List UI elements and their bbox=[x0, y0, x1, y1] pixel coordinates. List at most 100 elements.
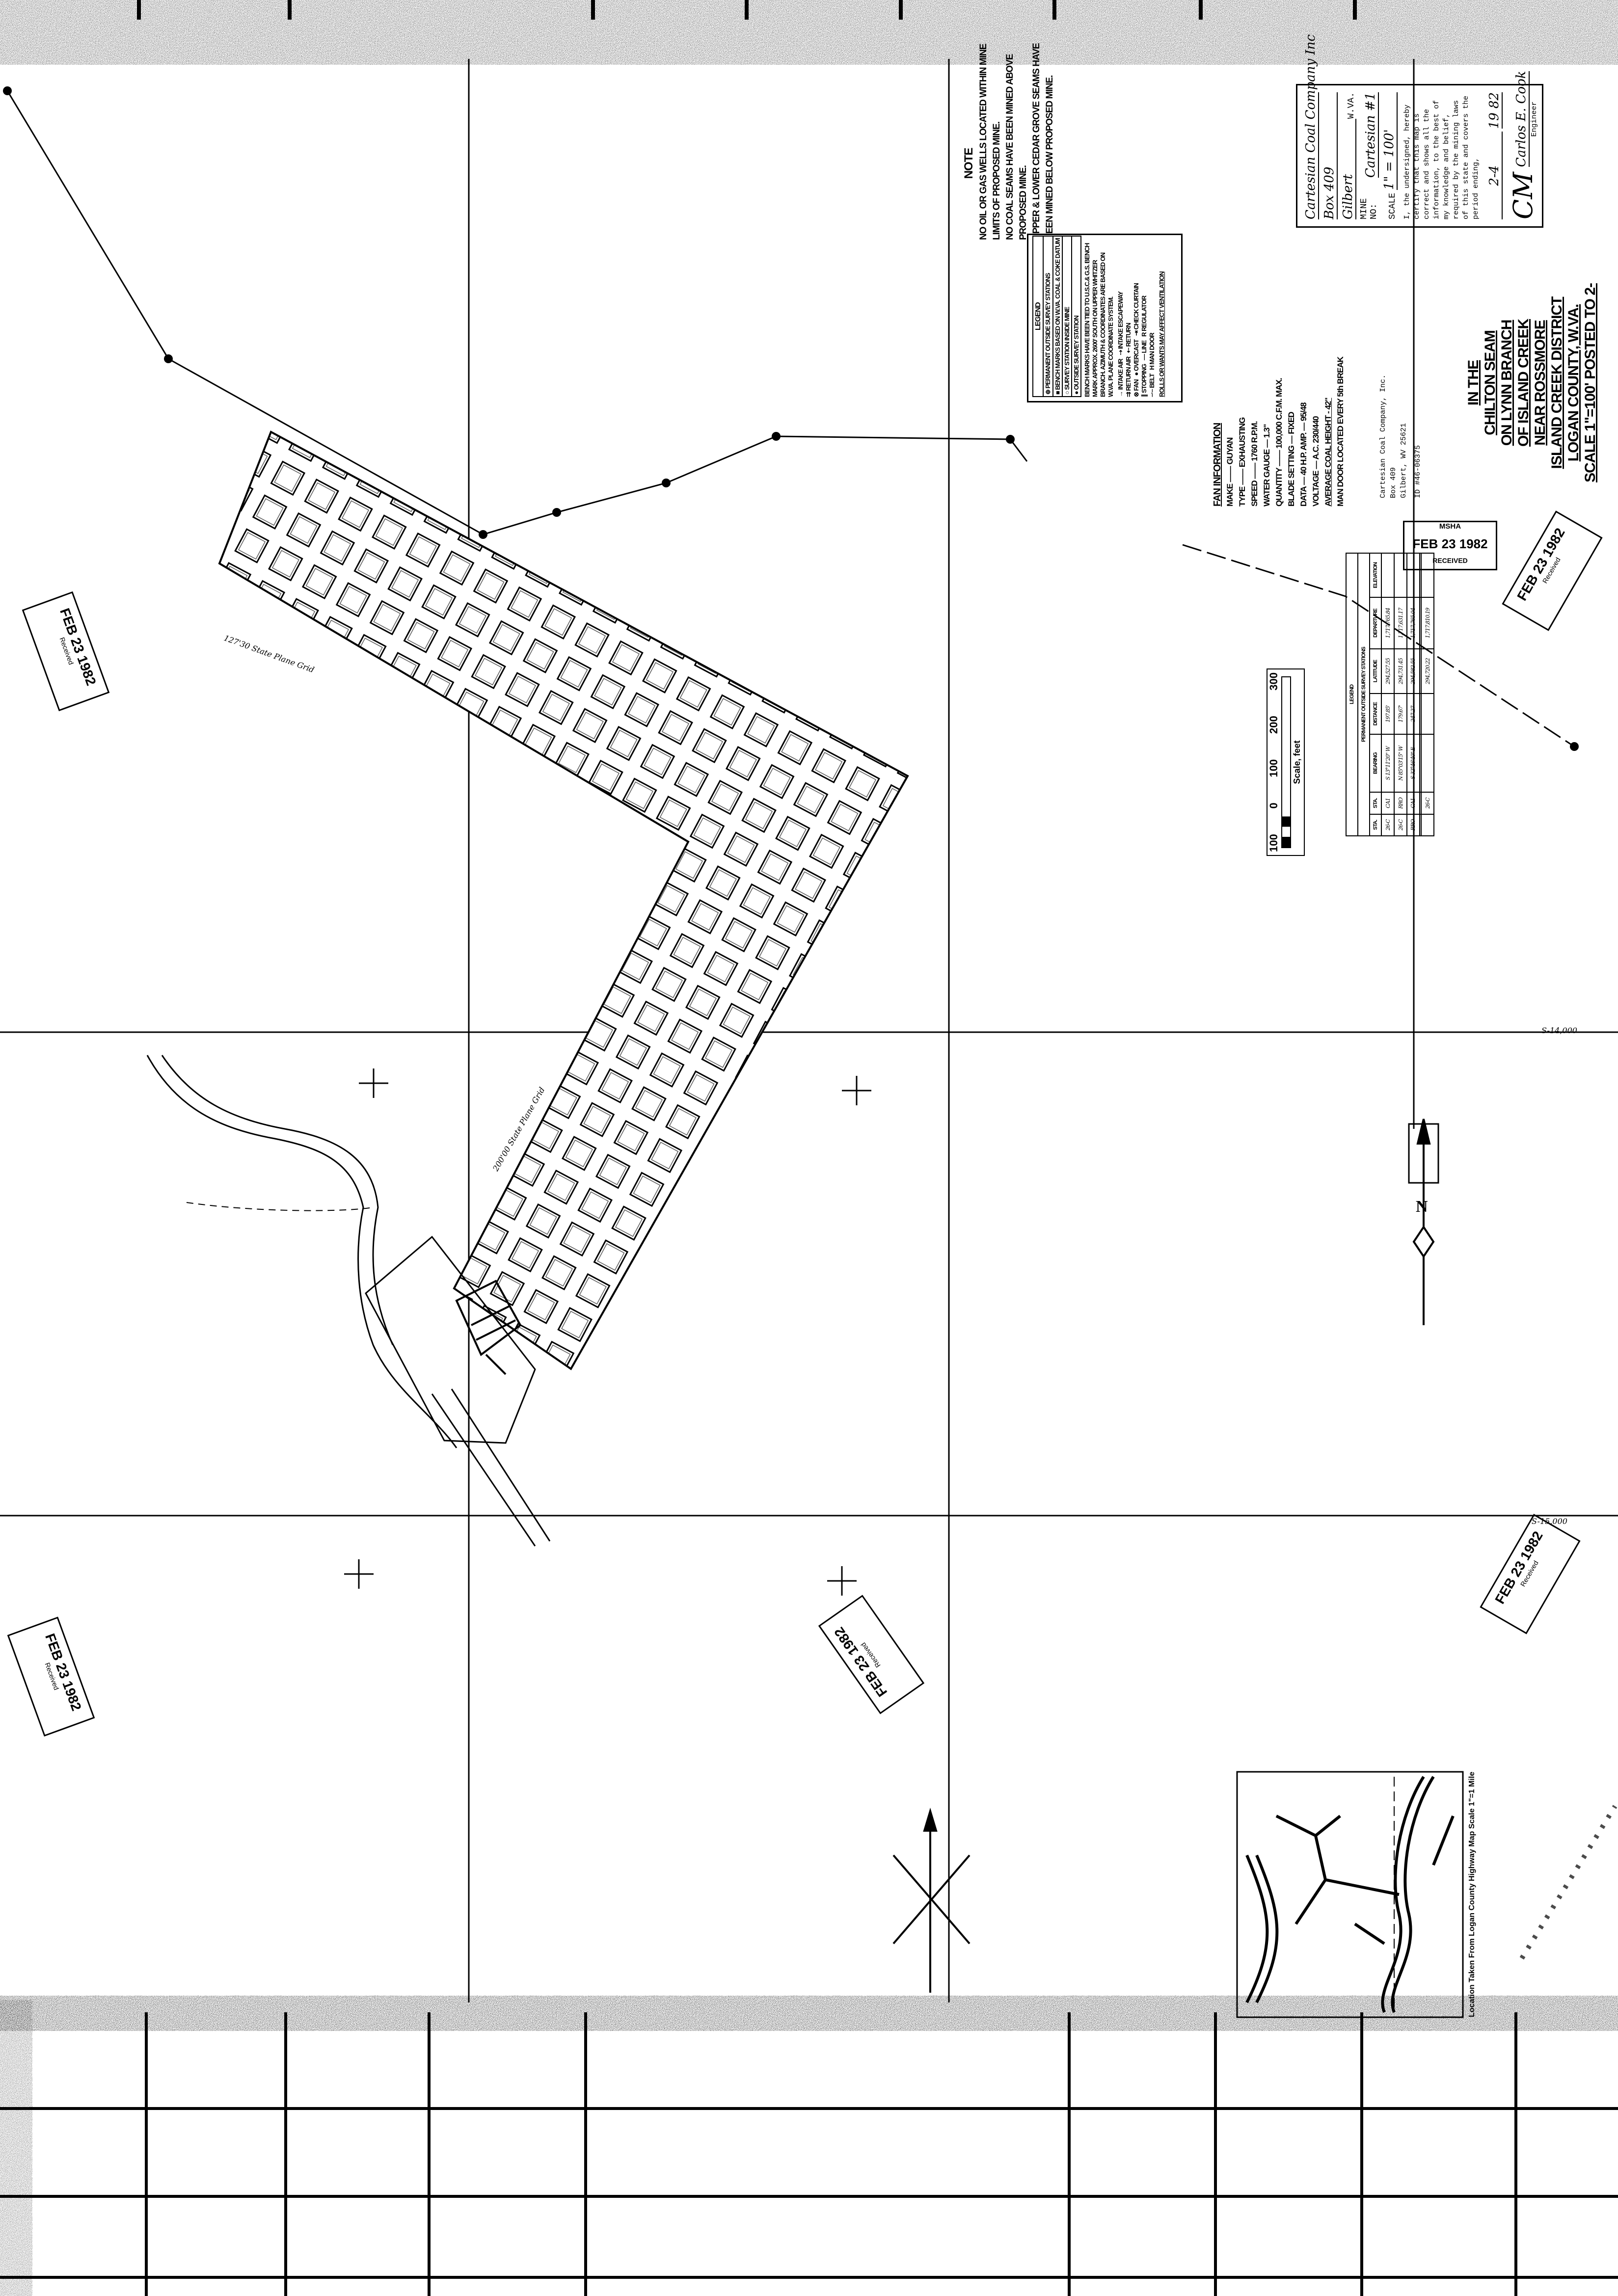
signature-block: Carlos E. Cook Engineer bbox=[1514, 71, 1538, 167]
certification-box: Cartesian Coal Company Inc Box 409 Gilbe… bbox=[1296, 34, 1543, 228]
station-cell: S 32°46'40" E bbox=[1406, 734, 1420, 793]
road bbox=[431, 1388, 551, 1547]
station-cell: 294,720.22 bbox=[1421, 648, 1434, 694]
station-cell: 26-C bbox=[1381, 814, 1395, 836]
note-heading: NOTE bbox=[962, 148, 975, 179]
stations-subtitle: PERMANENT OUTSIDE SURVEY STATIONS bbox=[1358, 553, 1370, 836]
legend-item: ■ BENCH MARKS BASED ON W.VA. COAL & COKE… bbox=[1053, 236, 1062, 397]
company-address: Cartesian Coal Company, Inc. Box 409 Gil… bbox=[1378, 374, 1427, 498]
station-cell: 1,717,765.84 bbox=[1381, 597, 1395, 649]
station-cell bbox=[1394, 553, 1407, 598]
stations-title: LEGEND bbox=[1346, 553, 1358, 836]
scale-ticks: 100 0 100 200 300 bbox=[1267, 669, 1280, 855]
grid-crosshairs bbox=[344, 1068, 871, 1596]
fan-line: TYPE —— EXHAUSTING bbox=[1238, 417, 1247, 507]
fan-line: VOLTAGE — A.C. 230/440 bbox=[1311, 416, 1321, 507]
stamp-status: RECEIVED bbox=[1432, 557, 1468, 564]
town-row: Gilbert W.VA. bbox=[1341, 92, 1356, 219]
station-cell: 1,717,810.19 bbox=[1421, 597, 1434, 649]
initials: CM bbox=[1508, 172, 1538, 219]
station-cell: RRO bbox=[1406, 814, 1420, 836]
fan-line: WATER GAUGE — 1.3" bbox=[1262, 424, 1271, 507]
fan-title: FAN INFORMATION bbox=[1212, 423, 1223, 507]
outcrop-line bbox=[186, 1202, 374, 1211]
fan-line: SPEED —— 1760 R.P.M. bbox=[1250, 421, 1259, 507]
title-line: IN THE bbox=[1465, 360, 1482, 406]
scale-bar-graphic bbox=[1281, 676, 1291, 848]
scale-tick: 0 bbox=[1267, 802, 1280, 809]
note-line: PROPOSED MINE. bbox=[1018, 165, 1028, 240]
mine-no-row: MINE NO: Cartesian #1 bbox=[1359, 92, 1379, 219]
station-cell: S 13°11'20" W bbox=[1381, 734, 1395, 793]
fan-line: AVERAGE COAL HEIGHT - 42" bbox=[1323, 398, 1333, 507]
legend-table: LEGEND ⊕ PERMANENT OUTSIDE SURVEY STATIO… bbox=[1032, 236, 1081, 397]
grid-label-north-15000: S-15,000 bbox=[1532, 1517, 1567, 1526]
station-cell bbox=[1421, 694, 1434, 734]
address-line: Cartesian Coal Company, Inc. bbox=[1379, 374, 1387, 498]
station-cell bbox=[1421, 734, 1434, 793]
scale-label: Scale, feet bbox=[1292, 740, 1302, 784]
title-line: ISLAND CREEK DISTRICT bbox=[1549, 296, 1565, 469]
station-cell bbox=[1421, 553, 1434, 598]
survey-traverse-line-east bbox=[1182, 544, 1575, 748]
mine-no-label: MINE NO: bbox=[1359, 198, 1379, 219]
msha-received-stamp: MSHA FEB 23 1982 RECEIVED bbox=[1403, 521, 1497, 570]
station-cell: 247.27 bbox=[1406, 694, 1420, 734]
station-cell: 294,582.55 bbox=[1406, 648, 1420, 694]
fan-information: FAN INFORMATION MAKE —— GUYAN TYPE —— EX… bbox=[1212, 357, 1354, 507]
inset-map-caption: Location Taken From Logan County Highway… bbox=[1468, 1772, 1476, 2017]
station-cell: 26-C bbox=[1421, 792, 1434, 814]
note-block: NOTE NO OIL OR GAS WELLS LOCATED WITHIN … bbox=[961, 43, 1055, 240]
stream-bank bbox=[161, 1055, 394, 1345]
title-line: OF ISLAND CREEK bbox=[1515, 319, 1532, 447]
scale-row: SCALE 1" = 100' bbox=[1382, 92, 1398, 219]
location-inset-map bbox=[1236, 1771, 1464, 2018]
survey-station-dots bbox=[3, 86, 1579, 751]
station-cell: 1,717,631.17 bbox=[1394, 597, 1407, 649]
fan-line: DATA — 40 H.P. AMP. — 95/48 bbox=[1299, 402, 1308, 507]
note-line: NO COAL SEAMS HAVE BEEN MINED ABOVE bbox=[1005, 54, 1015, 240]
certification-statement: I, the undersigned, hereby certify that … bbox=[1403, 95, 1480, 219]
stamp-agency: MSHA bbox=[1439, 522, 1461, 531]
note-line: LIMITS OF PROPOSED MINE. bbox=[992, 122, 1002, 240]
state: W.VA. bbox=[1347, 92, 1356, 119]
address-line: Box 409 bbox=[1389, 467, 1398, 498]
engineer-label: Engineer bbox=[1530, 101, 1538, 137]
note-line: UPPER & LOWER CEDAR GROVE SEAMS HAVE bbox=[1031, 43, 1042, 240]
bottom-frame-grid bbox=[0, 2012, 1618, 2296]
stream bbox=[146, 1055, 458, 1448]
scale-tick: 100 bbox=[1267, 834, 1280, 852]
portal-area-outline bbox=[365, 1235, 536, 1444]
company-box: Box 409 bbox=[1322, 92, 1338, 219]
top-scan-band bbox=[0, 0, 1618, 59]
station-cell bbox=[1421, 814, 1434, 836]
town: Gilbert bbox=[1341, 119, 1356, 219]
title-line: ON LYNN BRANCH bbox=[1499, 320, 1515, 446]
title-line: LOGAN COUNTY, W.VA. bbox=[1565, 304, 1582, 462]
column-header: BEARING bbox=[1370, 734, 1382, 793]
station-cell: CA1 bbox=[1381, 792, 1395, 814]
station-cell bbox=[1406, 553, 1420, 598]
scale-tick: 300 bbox=[1267, 672, 1280, 691]
column-header: STA. bbox=[1370, 814, 1382, 836]
mine-id: ID #46-06375 bbox=[1414, 445, 1422, 498]
legend-box: LEGEND ⊕ PERMANENT OUTSIDE SURVEY STATIO… bbox=[1027, 234, 1183, 402]
title-line: CHILTON SEAM bbox=[1482, 330, 1498, 435]
cert-year: 19 82 bbox=[1487, 92, 1503, 129]
column-header: DISTANCE bbox=[1370, 694, 1382, 734]
bottom-scan-band bbox=[0, 1999, 1618, 2028]
border-ticks bbox=[137, 0, 1357, 20]
station-cell: 197.85' bbox=[1381, 694, 1395, 734]
scale-label: SCALE bbox=[1388, 192, 1398, 219]
survey-traverse-line bbox=[6, 90, 1028, 535]
fan-line: MAKE —— GUYAN bbox=[1225, 437, 1235, 507]
coordinate-grid bbox=[0, 59, 1618, 2002]
grid-label-north-14000: S-14,000 bbox=[1541, 1026, 1577, 1035]
legend-title: LEGEND bbox=[1033, 236, 1043, 397]
date-row: 2-4 19 82 bbox=[1487, 92, 1503, 219]
company-name: Cartesian Coal Company Inc bbox=[1303, 34, 1319, 219]
cert-date: 2-4 bbox=[1487, 132, 1503, 219]
